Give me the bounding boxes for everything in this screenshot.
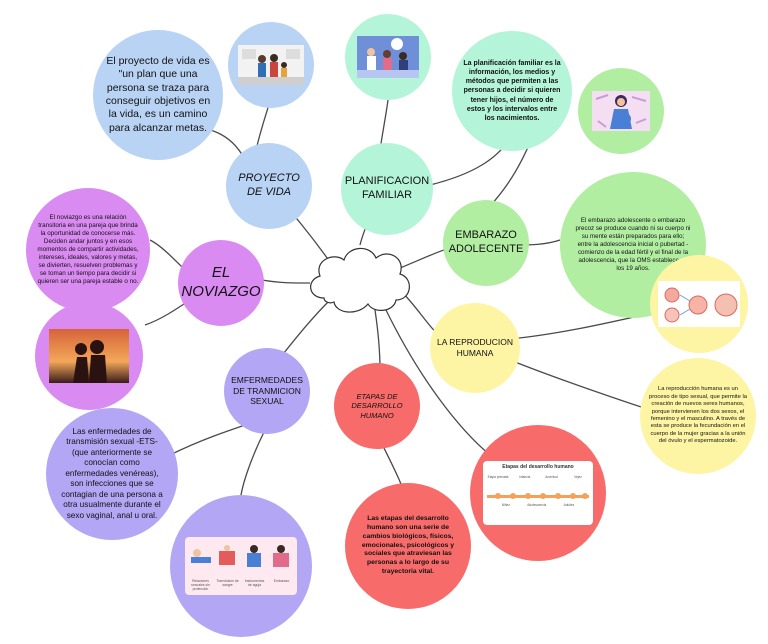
- planificacion-familiar-title: PLANIFICACION FAMILIAR: [344, 175, 430, 201]
- ets-transmission-card: Relaciones sexuales sin protección Trans…: [185, 537, 297, 595]
- enfermedades-image: Relaciones sexuales sin protección Trans…: [170, 495, 312, 637]
- proyecto-de-vida-node: PROYECTO DE VIDA: [226, 143, 312, 229]
- ets-caption: Embarazo: [273, 579, 290, 583]
- planificacion-familiar-text: La planificación familiar es la informac…: [463, 60, 561, 122]
- stage-label: Etapa prenatal: [487, 475, 509, 479]
- noviazgo-detail: El noviazgo es una relación transitoria …: [26, 188, 150, 312]
- stage-label: Vejez: [574, 475, 582, 479]
- etapas-desarrollo-title: ETAPAS DE DESARROLLO HUMANO: [351, 391, 403, 420]
- embarazo-adolecente-title: EMBARAZO ADOLECENTE: [448, 229, 524, 255]
- embarazo-adolecente-image: [578, 68, 664, 154]
- proyecto-de-vida-image: [228, 22, 314, 108]
- embarazo-adolecente-node: EMBARAZO ADOLECENTE: [443, 200, 529, 286]
- etapas-chart-heading: Etapas del desarrollo humano: [502, 464, 574, 470]
- ets-caption: Instrumentos de aguja: [244, 579, 265, 587]
- ets-caption: Transfusión de sangre: [216, 579, 239, 587]
- etapas-desarrollo-text: Las etapas del desarrollo humano son una…: [361, 515, 455, 576]
- noviazgo-text: El noviazgo es una relación transitoria …: [37, 213, 139, 286]
- stage-label: Niñez: [501, 503, 510, 507]
- fertilization-icon: [658, 281, 740, 327]
- stage-label: Adolescencia: [527, 503, 547, 507]
- stage-markers-icon: [495, 493, 588, 499]
- central-cloud: [310, 247, 410, 313]
- stage-label: Infancia: [519, 475, 531, 479]
- enfermedades-detail: Las enfermedades de transmisión sexual -…: [46, 408, 178, 540]
- planificacion-familiar-node: PLANIFICACION FAMILIAR: [341, 143, 433, 235]
- proyecto-de-vida-detail: El proyecto de vida es "un plan que una …: [93, 30, 223, 160]
- noviazgo-image: [35, 302, 143, 410]
- couple-sunset-icon: [49, 329, 129, 383]
- proyecto-de-vida-text: El proyecto de vida es "un plan que una …: [105, 54, 211, 134]
- doctor-consult-icon: [357, 36, 419, 78]
- proyecto-de-vida-title: PROYECTO DE VIDA: [238, 172, 300, 198]
- reproduccion-humana-node: LA REPRODUCION HUMANA: [430, 303, 520, 393]
- embarazo-adolecente-text: El embarazo adolescente o embarazo preco…: [575, 217, 691, 272]
- reproduccion-humana-text: La reproducción humana es un proceso de …: [649, 386, 747, 445]
- reproduccion-humana-image: [650, 255, 748, 353]
- etapas-desarrollo-image: Etapas del desarrollo humano Etapa prena…: [470, 425, 606, 561]
- planificacion-familiar-image: [345, 14, 431, 100]
- noviazgo-title: EL NOVIAZGO: [181, 264, 261, 300]
- enfermedades-title: EMFERMEDADES DE TRANMICION SEXUAL: [231, 375, 303, 407]
- etapas-chart-card: Etapas del desarrollo humano Etapa prena…: [483, 461, 593, 525]
- enfermedades-node: EMFERMEDADES DE TRANMICION SEXUAL: [224, 348, 310, 434]
- planificacion-familiar-detail: La planificación familiar es la informac…: [452, 31, 572, 151]
- noviazgo-node: EL NOVIAZGO: [178, 240, 264, 326]
- reproduccion-humana-title: LA REPRODUCION HUMANA: [436, 337, 514, 358]
- reproduccion-humana-detail: La reproducción humana es un proceso de …: [640, 358, 756, 474]
- pregnant-teen-icon: [592, 91, 650, 131]
- etapas-desarrollo-node: ETAPAS DE DESARROLLO HUMANO: [334, 363, 420, 449]
- ets-caption: Relaciones sexuales sin protección: [191, 579, 210, 591]
- family-illustration-icon: [238, 45, 304, 85]
- stage-label: Juventud: [544, 475, 558, 479]
- stage-label: Adultez: [563, 503, 575, 507]
- etapas-desarrollo-detail: Las etapas del desarrollo humano son una…: [345, 483, 471, 609]
- ets-transmission-icons: [191, 545, 289, 567]
- enfermedades-text: Las enfermedades de transmisión sexual -…: [61, 426, 163, 520]
